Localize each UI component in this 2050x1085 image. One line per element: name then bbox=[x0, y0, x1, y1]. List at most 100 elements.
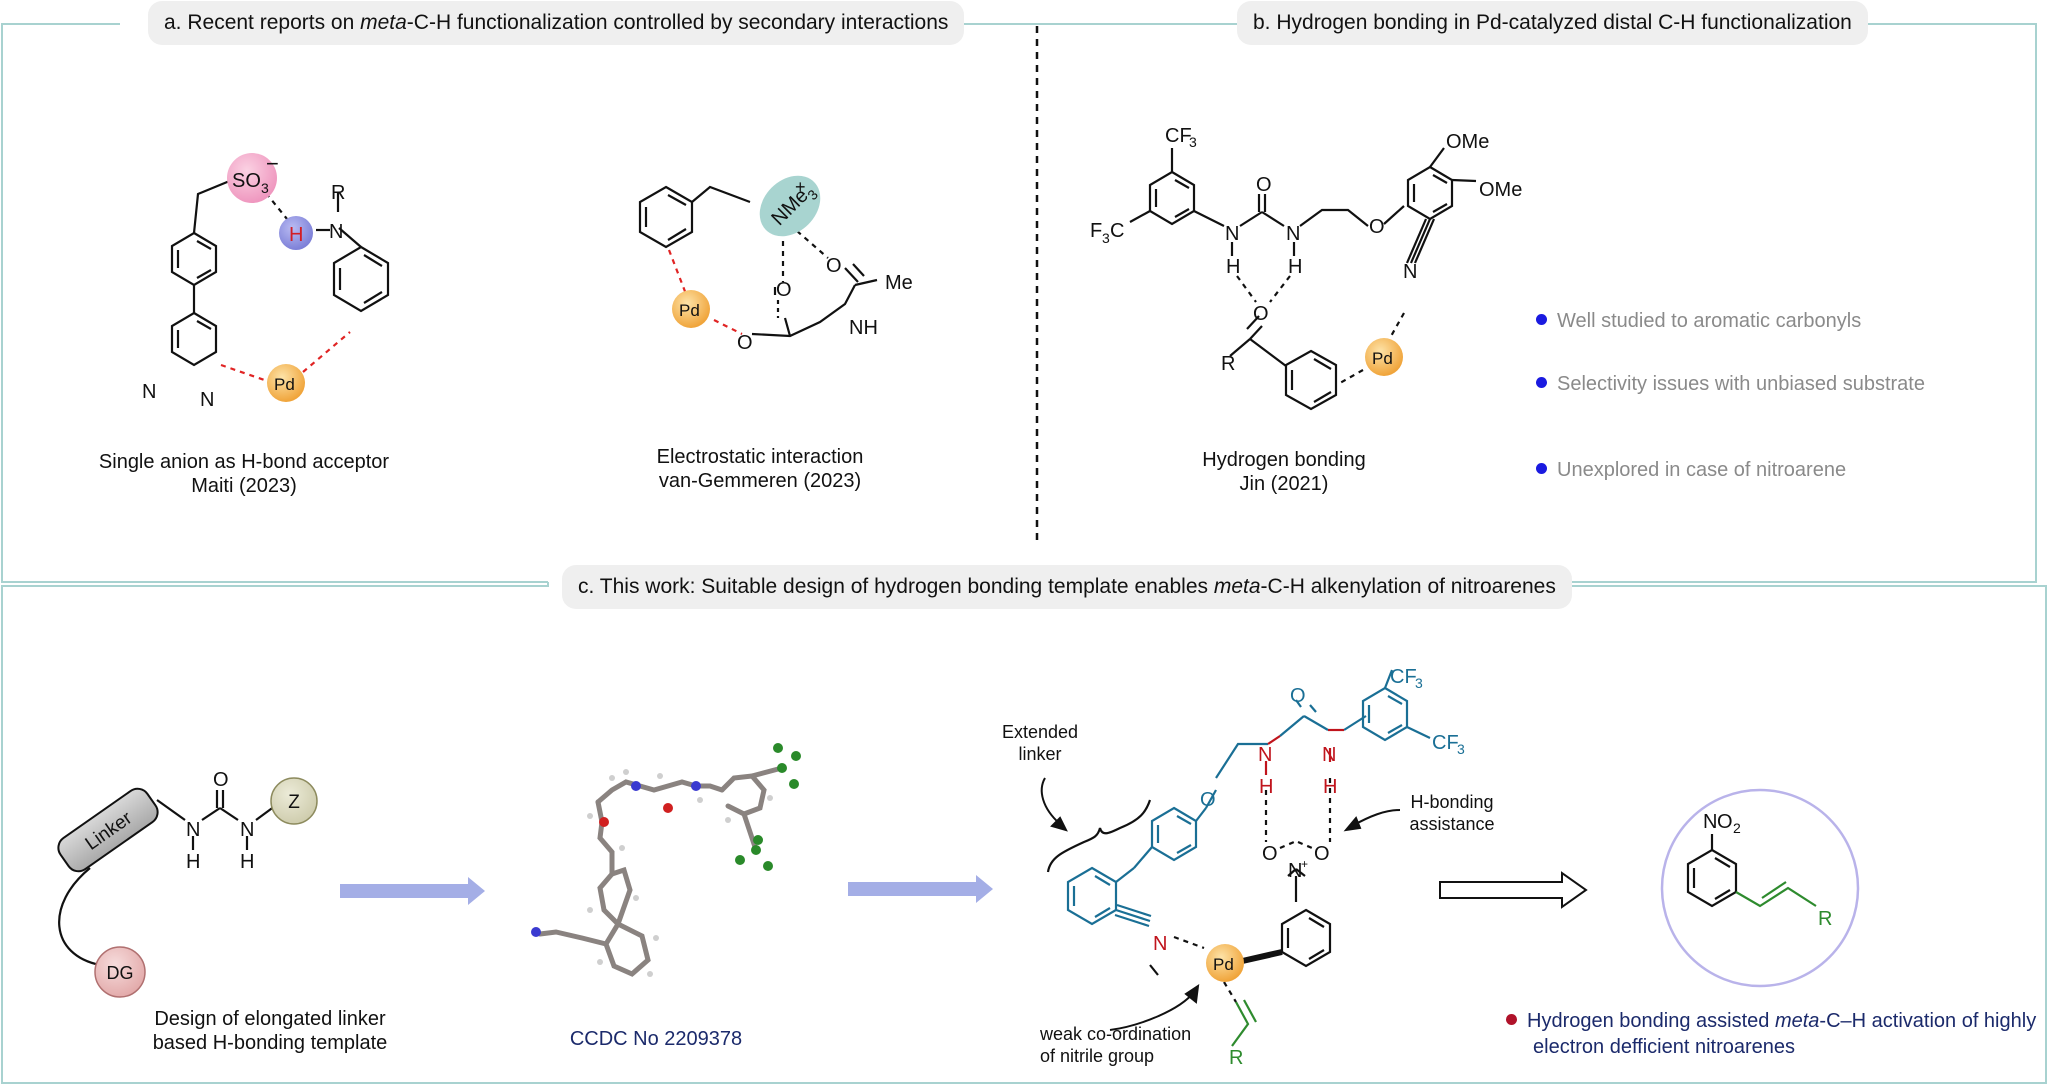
bullet-c: Hydrogen bonding assisted meta-C–H activ… bbox=[1506, 1008, 2036, 1060]
svg-text:H: H bbox=[1323, 776, 1337, 798]
panel-b-title: b. Hydrogen bonding in Pd-catalyzed dist… bbox=[1237, 1, 1868, 45]
svg-text:O: O bbox=[776, 279, 792, 301]
maiti-interactions bbox=[220, 192, 351, 385]
so3-ball bbox=[227, 153, 277, 203]
svg-text:NH: NH bbox=[849, 317, 878, 339]
bullet-b-3: Unexplored in case of nitroarene bbox=[1536, 459, 1846, 482]
svg-text:3: 3 bbox=[1189, 134, 1197, 150]
svg-text:N: N bbox=[1286, 223, 1300, 245]
svg-text:O: O bbox=[1717, 811, 1733, 833]
jin-interactions bbox=[1236, 275, 1405, 384]
product-circle bbox=[1660, 788, 1860, 988]
complex-labels: N H N H O O CF3 CF3 O N O + N Pd R bbox=[1153, 666, 1465, 1069]
svg-text:2: 2 bbox=[1733, 820, 1741, 836]
z-ball bbox=[270, 777, 318, 825]
svg-text:N: N bbox=[1703, 811, 1717, 833]
crystal-structure bbox=[531, 743, 801, 977]
svg-text:H: H bbox=[1288, 256, 1302, 278]
svg-text:N: N bbox=[240, 819, 254, 841]
svg-text:O: O bbox=[1256, 174, 1272, 196]
svg-text:CF: CF bbox=[1432, 732, 1459, 754]
svg-text:H: H bbox=[289, 224, 303, 246]
pd-ball-complex bbox=[1206, 944, 1244, 982]
svg-text:H: H bbox=[186, 851, 200, 873]
arrow-2 bbox=[848, 875, 993, 903]
svg-text:CF: CF bbox=[1390, 666, 1417, 688]
svg-text:O: O bbox=[213, 769, 229, 791]
linker-block bbox=[57, 787, 159, 873]
svg-text:Me: Me bbox=[885, 272, 913, 294]
svg-text:F: F bbox=[1090, 220, 1102, 242]
dg-ball bbox=[94, 946, 146, 998]
pointer-arrows bbox=[1040, 777, 1401, 1031]
svg-text:O: O bbox=[1262, 843, 1278, 865]
svg-text:N: N bbox=[329, 221, 343, 243]
bullet-dot bbox=[1536, 463, 1547, 475]
arrow-1 bbox=[340, 877, 485, 905]
svg-text:R: R bbox=[331, 182, 345, 204]
svg-text:Pd: Pd bbox=[1213, 955, 1234, 974]
svg-text:O: O bbox=[1369, 216, 1385, 238]
nme3-ball bbox=[759, 175, 821, 237]
bullet-dot bbox=[1536, 314, 1547, 326]
h-ball bbox=[279, 216, 313, 250]
svg-text:DG: DG bbox=[107, 963, 134, 983]
bullet-b-2: Selectivity issues with unbiased substra… bbox=[1536, 373, 1925, 396]
svg-text:O: O bbox=[1314, 843, 1330, 865]
bullet-b-1: Well studied to aromatic carbonyls bbox=[1536, 310, 1861, 333]
svg-text:Pd: Pd bbox=[1372, 349, 1393, 368]
svg-text:Pd: Pd bbox=[679, 301, 700, 320]
svg-text:N: N bbox=[1288, 860, 1302, 882]
svg-text:3: 3 bbox=[1415, 675, 1423, 691]
svg-text:O: O bbox=[1253, 303, 1269, 325]
arrow-3 bbox=[1439, 871, 1588, 909]
template-complex bbox=[1046, 669, 1431, 1047]
svg-text:C: C bbox=[1110, 220, 1124, 242]
product-structure bbox=[1686, 834, 1817, 908]
svg-text:−: − bbox=[266, 151, 279, 176]
svg-text:N: N bbox=[1225, 223, 1239, 245]
svg-text:3: 3 bbox=[1457, 741, 1465, 757]
vg-structure bbox=[638, 185, 878, 338]
bullet-dot bbox=[1536, 377, 1547, 389]
panel-frames bbox=[1, 23, 2047, 1084]
svg-text:N: N bbox=[200, 389, 214, 411]
svg-text:Pd: Pd bbox=[274, 375, 295, 394]
svg-text:N: N bbox=[142, 381, 156, 403]
pd-ball-vg bbox=[672, 290, 710, 328]
bullet-dot-red bbox=[1506, 1014, 1517, 1026]
svg-text:O: O bbox=[737, 332, 753, 354]
svg-text:O: O bbox=[1200, 789, 1216, 811]
svg-text:R: R bbox=[1818, 908, 1832, 930]
svg-text:OMe: OMe bbox=[1479, 179, 1522, 201]
vg-interactions bbox=[667, 230, 829, 335]
pd-ball-jin bbox=[1365, 338, 1403, 376]
svg-text:H: H bbox=[1259, 776, 1273, 798]
svg-text:N: N bbox=[1258, 744, 1272, 766]
svg-text:+: + bbox=[1301, 857, 1308, 871]
svg-text:O: O bbox=[1290, 685, 1306, 707]
ccdc-caption: CCDC No 2209378 bbox=[569, 1028, 743, 1050]
svg-text:CF: CF bbox=[1165, 125, 1192, 147]
svg-text:N: N bbox=[1153, 933, 1167, 955]
maiti-structure bbox=[170, 178, 390, 367]
svg-text:H: H bbox=[240, 851, 254, 873]
svg-text:R: R bbox=[1221, 353, 1235, 375]
design-scheme: Linker N H O N H Z DG bbox=[57, 769, 318, 998]
svg-text:SO: SO bbox=[232, 170, 261, 192]
svg-text:H: H bbox=[1226, 256, 1240, 278]
svg-text:OMe: OMe bbox=[1446, 131, 1489, 153]
svg-text:3: 3 bbox=[1102, 230, 1110, 246]
